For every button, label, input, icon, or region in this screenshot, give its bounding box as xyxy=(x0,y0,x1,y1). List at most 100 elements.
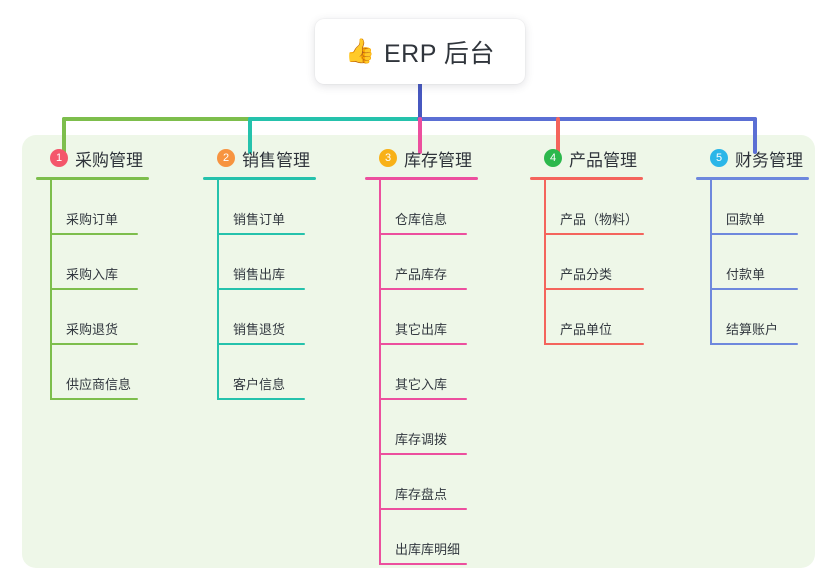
branch-item-label: 采购入库 xyxy=(66,267,119,282)
branch-items: 回款单付款单结算账户 xyxy=(696,180,836,345)
branch-spine xyxy=(379,180,381,565)
branch-item-label: 库存盘点 xyxy=(395,487,448,502)
branch-title: 采购管理 xyxy=(75,150,143,170)
branch-item[interactable]: 产品单位 xyxy=(530,290,685,345)
branch-number-badge: 3 xyxy=(379,149,397,167)
branch-spine xyxy=(544,180,546,345)
branch-item-underline xyxy=(379,563,467,565)
branch-item-label: 销售退货 xyxy=(233,322,286,337)
branch-item-label: 采购退货 xyxy=(66,322,119,337)
branch-item-label: 付款单 xyxy=(726,267,766,282)
branch-item-label: 仓库信息 xyxy=(395,212,448,227)
branch-item-label: 库存调拨 xyxy=(395,432,448,447)
branch-column-4: 4 产品管理产品（物料） 产品分类产品单位 xyxy=(530,145,685,345)
branch-item[interactable]: 采购订单 xyxy=(36,180,186,235)
branch-item-underline xyxy=(379,453,467,455)
root-title: ERP 后台 xyxy=(383,39,495,68)
branch-item[interactable]: 采购退货 xyxy=(36,290,186,345)
branch-item-label: 其它入库 xyxy=(395,377,448,392)
branch-item-label: 出库库明细 xyxy=(395,542,461,557)
branch-column-3: 3 库存管理仓库信息产品库存其它出库其它入库库存调拨库存盘点出库库明细 xyxy=(365,145,515,565)
branch-item[interactable]: 库存调拨 xyxy=(365,400,515,455)
branch-item-underline xyxy=(379,343,467,345)
branch-item-underline xyxy=(217,288,305,290)
branch-item-underline xyxy=(217,398,305,400)
branch-number-badge: 2 xyxy=(217,149,235,167)
branch-item[interactable]: 客户信息 xyxy=(203,345,353,400)
branch-underline xyxy=(365,177,478,180)
branch-item-underline xyxy=(544,233,644,235)
branch-header-4[interactable]: 4 产品管理 xyxy=(530,145,685,171)
branch-number-badge: 1 xyxy=(50,149,68,167)
branch-header-5[interactable]: 5 财务管理 xyxy=(696,145,836,171)
branch-item-underline xyxy=(710,233,798,235)
branch-item[interactable]: 产品分类 xyxy=(530,235,685,290)
branch-item-label: 结算账户 xyxy=(726,322,779,337)
branch-item[interactable]: 回款单 xyxy=(696,180,836,235)
branch-item-underline xyxy=(50,343,138,345)
branch-item[interactable]: 仓库信息 xyxy=(365,180,515,235)
branch-item-underline xyxy=(710,288,798,290)
branch-item-label: 供应商信息 xyxy=(66,377,132,392)
branch-item-label: 回款单 xyxy=(726,212,766,227)
branch-item[interactable]: 销售退货 xyxy=(203,290,353,345)
branch-item[interactable]: 采购入库 xyxy=(36,235,186,290)
branch-items: 销售订单销售出库销售退货客户信息 xyxy=(203,180,353,400)
branch-item-label: 采购订单 xyxy=(66,212,119,227)
branch-item-underline xyxy=(50,233,138,235)
branch-number-badge: 4 xyxy=(544,149,562,167)
branch-number-badge: 5 xyxy=(710,149,728,167)
branch-title: 产品管理 xyxy=(569,150,637,170)
branch-item[interactable]: 其它入库 xyxy=(365,345,515,400)
branch-item-label: 产品库存 xyxy=(395,267,448,282)
branch-title: 库存管理 xyxy=(404,150,472,170)
branch-header-1[interactable]: 1 采购管理 xyxy=(36,145,186,171)
branch-item-underline xyxy=(379,233,467,235)
branch-spine xyxy=(217,180,219,400)
branch-item[interactable]: 销售出库 xyxy=(203,235,353,290)
branch-item[interactable]: 产品库存 xyxy=(365,235,515,290)
branch-column-2: 2 销售管理销售订单销售出库销售退货客户信息 xyxy=(203,145,353,400)
branch-item-label: 产品（物料） xyxy=(560,212,639,227)
branch-underline xyxy=(530,177,643,180)
branch-header-3[interactable]: 3 库存管理 xyxy=(365,145,515,171)
branch-item-underline xyxy=(379,398,467,400)
branch-item-label: 产品分类 xyxy=(560,267,613,282)
content-panel xyxy=(22,135,815,568)
branch-item[interactable]: 结算账户 xyxy=(696,290,836,345)
branch-item[interactable]: 付款单 xyxy=(696,235,836,290)
branch-title: 销售管理 xyxy=(242,150,310,170)
branch-item-underline xyxy=(544,288,644,290)
branch-items: 采购订单采购入库采购退货供应商信息 xyxy=(36,180,186,400)
branch-column-1: 1 采购管理采购订单采购入库采购退货供应商信息 xyxy=(36,145,186,400)
branch-item[interactable]: 其它出库 xyxy=(365,290,515,345)
branch-underline xyxy=(696,177,809,180)
root-node-card[interactable]: 👍 ERP 后台 xyxy=(315,19,525,84)
branch-item[interactable]: 库存盘点 xyxy=(365,455,515,510)
branch-item-label: 产品单位 xyxy=(560,322,613,337)
branch-item[interactable]: 销售订单 xyxy=(203,180,353,235)
branch-underline xyxy=(203,177,316,180)
branch-items: 产品（物料） 产品分类产品单位 xyxy=(530,180,685,345)
branch-item[interactable]: 供应商信息 xyxy=(36,345,186,400)
branch-spine xyxy=(50,180,52,400)
branch-column-5: 5 财务管理回款单付款单结算账户 xyxy=(696,145,836,345)
branch-item[interactable]: 出库库明细 xyxy=(365,510,515,565)
branch-spine xyxy=(710,180,712,345)
branch-item-underline xyxy=(217,233,305,235)
branch-item-underline xyxy=(544,343,644,345)
branch-item-label: 销售出库 xyxy=(233,267,286,282)
branch-item-underline xyxy=(217,343,305,345)
branch-underline xyxy=(36,177,149,180)
branch-item-label: 其它出库 xyxy=(395,322,448,337)
branch-header-2[interactable]: 2 销售管理 xyxy=(203,145,353,171)
thumbs-up-icon: 👍 xyxy=(345,37,375,65)
branch-item-underline xyxy=(50,398,138,400)
branch-title: 财务管理 xyxy=(735,150,803,170)
branch-items: 仓库信息产品库存其它出库其它入库库存调拨库存盘点出库库明细 xyxy=(365,180,515,565)
branch-item[interactable]: 产品（物料） xyxy=(530,180,685,235)
branch-item-label: 销售订单 xyxy=(233,212,286,227)
branch-item-label: 客户信息 xyxy=(233,377,286,392)
